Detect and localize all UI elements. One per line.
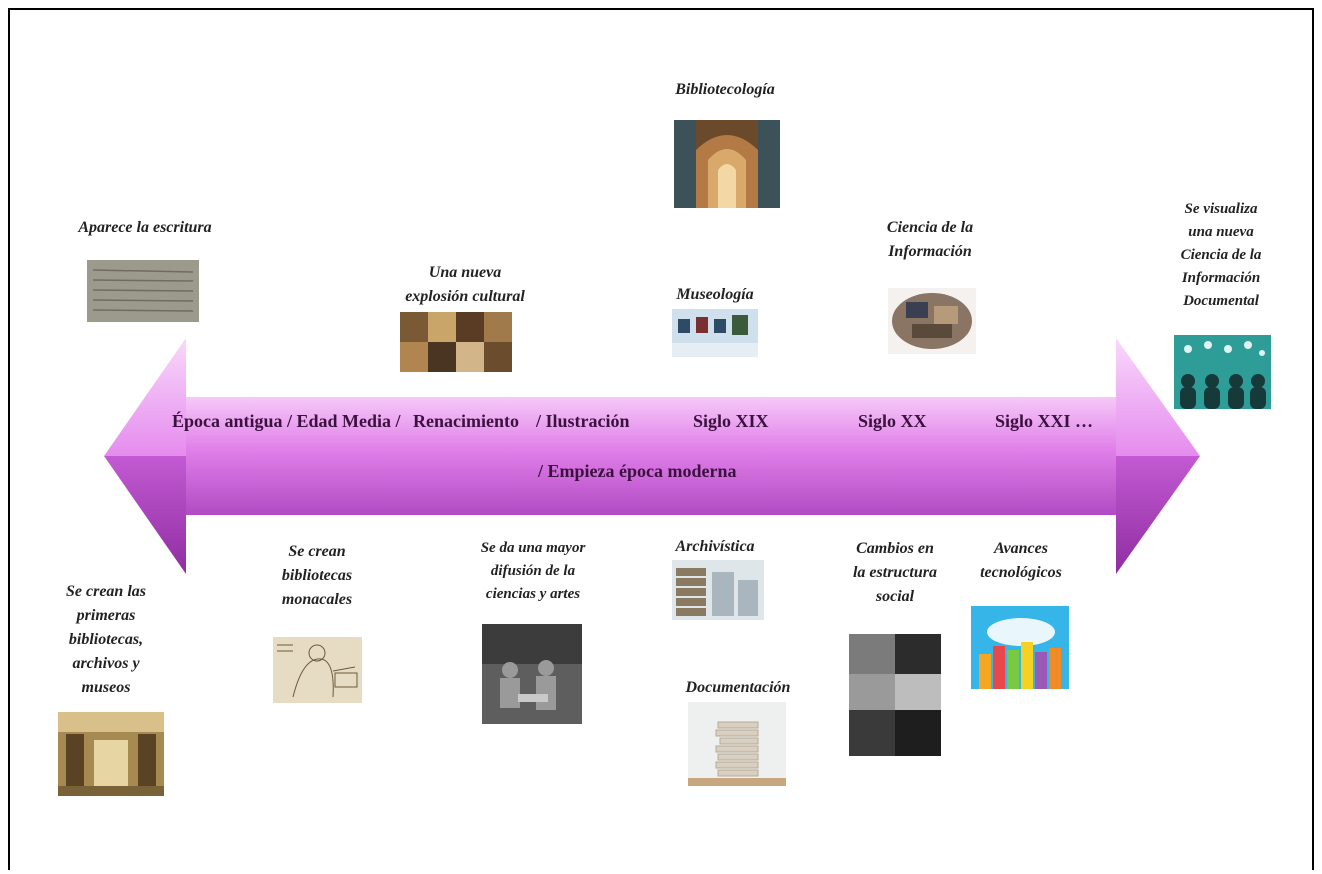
arrow-right-head-bottom [1116, 456, 1200, 574]
image-monje-escriba [273, 637, 362, 703]
label-explosion-line2: explosión cultural [405, 288, 525, 305]
label-difusion-line3: ciencias y artes [485, 586, 581, 602]
label-cambios-line2: la estructura [852, 564, 937, 581]
label-avances-line1: Avances [994, 540, 1048, 557]
image-collage-historico [849, 634, 941, 756]
label-difusion-line1: Se da una mayor [480, 540, 586, 556]
label-primeras: Se crean las primeras bibliotecas, archi… [46, 580, 166, 700]
image-tecnologia [971, 606, 1069, 689]
image-tablilla [87, 260, 199, 322]
label-difusion-line2: difusión de la [490, 563, 576, 579]
label-cambios-line1: Cambios en [856, 540, 934, 557]
image-biblioteca-arcos [674, 120, 780, 208]
label-nueva-ciencia-line2: una nueva [1188, 224, 1254, 240]
arrow-body [186, 397, 1120, 515]
label-documentacion: Documentación [685, 679, 791, 696]
era-antigua-media: Época antigua / Edad Media / [172, 411, 401, 431]
label-monacales: Se crean bibliotecas monacales [272, 540, 362, 612]
era-ilustracion: / Ilustración [536, 411, 630, 431]
label-primeras-line2: primeras [76, 607, 136, 624]
image-biblioteca-antigua [58, 712, 164, 796]
image-documentos [688, 702, 786, 786]
label-ciencia-info-line1: Ciencia de la [886, 219, 974, 236]
label-cambios-line3: social [875, 588, 915, 605]
label-primeras-line3: bibliotecas, [68, 631, 144, 648]
label-monacales-line2: bibliotecas [281, 567, 353, 584]
label-nueva-ciencia-line4: Información [1181, 270, 1261, 286]
label-ciencia-info-line2: Información [888, 243, 972, 260]
label-explosion: Una nueva explosión cultural [395, 261, 535, 309]
label-primeras-line4: archivos y [72, 655, 140, 672]
label-ciencia-info: Ciencia de la Información [865, 216, 995, 264]
label-avances-line2: tecnológicos [980, 564, 1062, 581]
image-red-tecnologica [1174, 335, 1271, 409]
era-siglo-xx: Siglo XX [858, 411, 927, 431]
label-avances: Avances tecnológicos [968, 537, 1074, 585]
label-primeras-line1: Se crean las [66, 583, 146, 600]
label-nueva-ciencia-line5: Documental [1183, 293, 1259, 309]
arrow-left-head-top [104, 338, 186, 456]
era-modern-sub: / Empieza época moderna [538, 461, 737, 481]
label-primeras-line5: museos [81, 679, 131, 696]
label-monacales-line1: Se crean [288, 543, 346, 560]
image-renacimiento [400, 312, 512, 372]
label-nueva-ciencia-line3: Ciencia de la [1180, 247, 1262, 263]
label-cambios: Cambios en la estructura social [840, 537, 950, 609]
label-explosion-line1: Una nueva [428, 264, 502, 281]
label-escritura: Aparece la escritura [78, 219, 212, 236]
image-museo [672, 309, 758, 357]
label-museologia: Museología [676, 286, 754, 303]
label-difusion: Se da una mayor difusión de la ciencias … [468, 537, 598, 606]
arrow-left-head-bottom [104, 456, 186, 574]
era-renacimiento: Renacimiento [413, 411, 519, 431]
image-ciencia-info [888, 288, 976, 354]
page-frame [8, 8, 1314, 870]
label-bibliotecologia: Bibliotecología [675, 81, 775, 98]
image-archivo [672, 560, 764, 620]
image-ilustracion [482, 624, 582, 724]
label-nueva-ciencia: Se visualiza una nueva Ciencia de la Inf… [1165, 198, 1277, 313]
arrow-right-head-top [1116, 338, 1200, 456]
label-nueva-ciencia-line1: Se visualiza [1184, 201, 1258, 217]
label-monacales-line3: monacales [281, 591, 353, 608]
era-siglo-xix: Siglo XIX [693, 411, 769, 431]
era-siglo-xxi: Siglo XXI … [995, 411, 1094, 431]
label-archivistica: Archivística [675, 538, 755, 555]
